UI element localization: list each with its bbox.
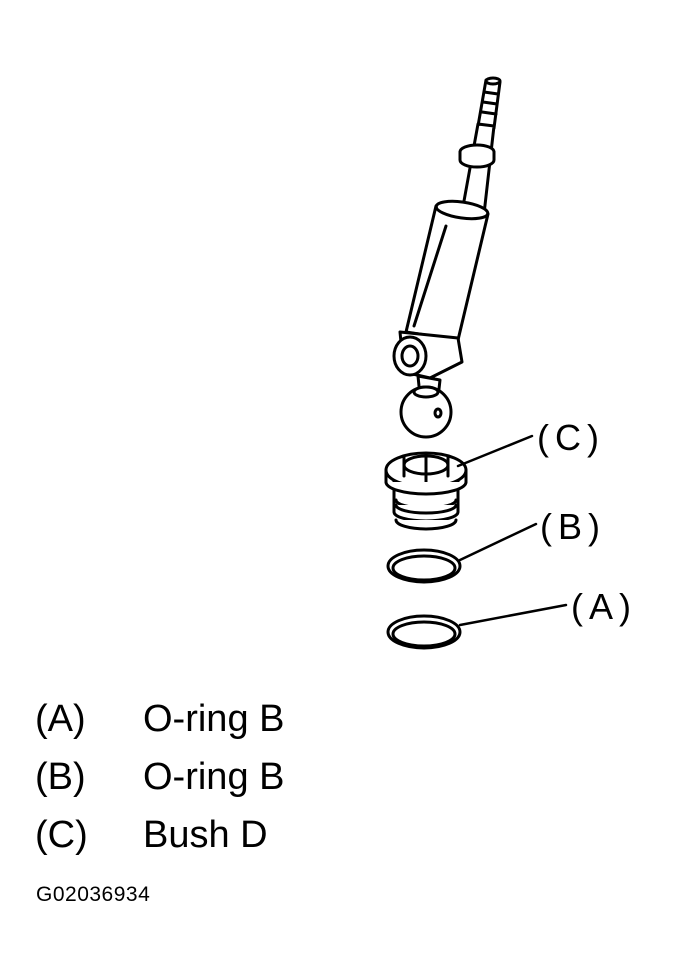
o-ring-b-upper [386,548,462,584]
bush-d-part [384,451,468,531]
legend-part-name: O-ring B [143,756,285,798]
callout-label-b: (B) [540,506,606,547]
figure-code: G02036934 [36,883,151,906]
shaft-collar [458,143,496,169]
leader-line-b [458,522,538,562]
legend-key: (C) [35,814,88,856]
leader-line-c [456,434,534,468]
cylinder-boot [404,199,490,342]
callout-label-a: (A) [571,586,637,627]
callout-label-c: (C) [537,417,605,458]
parts-diagram [384,76,568,650]
ball-joint [399,385,453,439]
upper-shaft [460,122,496,216]
legend-key: (A) [35,698,86,740]
clevis-eye [392,330,464,380]
legend-key: (B) [35,756,86,798]
leader-line-a [458,603,568,627]
shaft-spline-tip [476,76,502,130]
legend-part-name: Bush D [143,814,268,856]
legend-part-name: O-ring B [143,698,285,740]
o-ring-b-lower [386,614,462,650]
